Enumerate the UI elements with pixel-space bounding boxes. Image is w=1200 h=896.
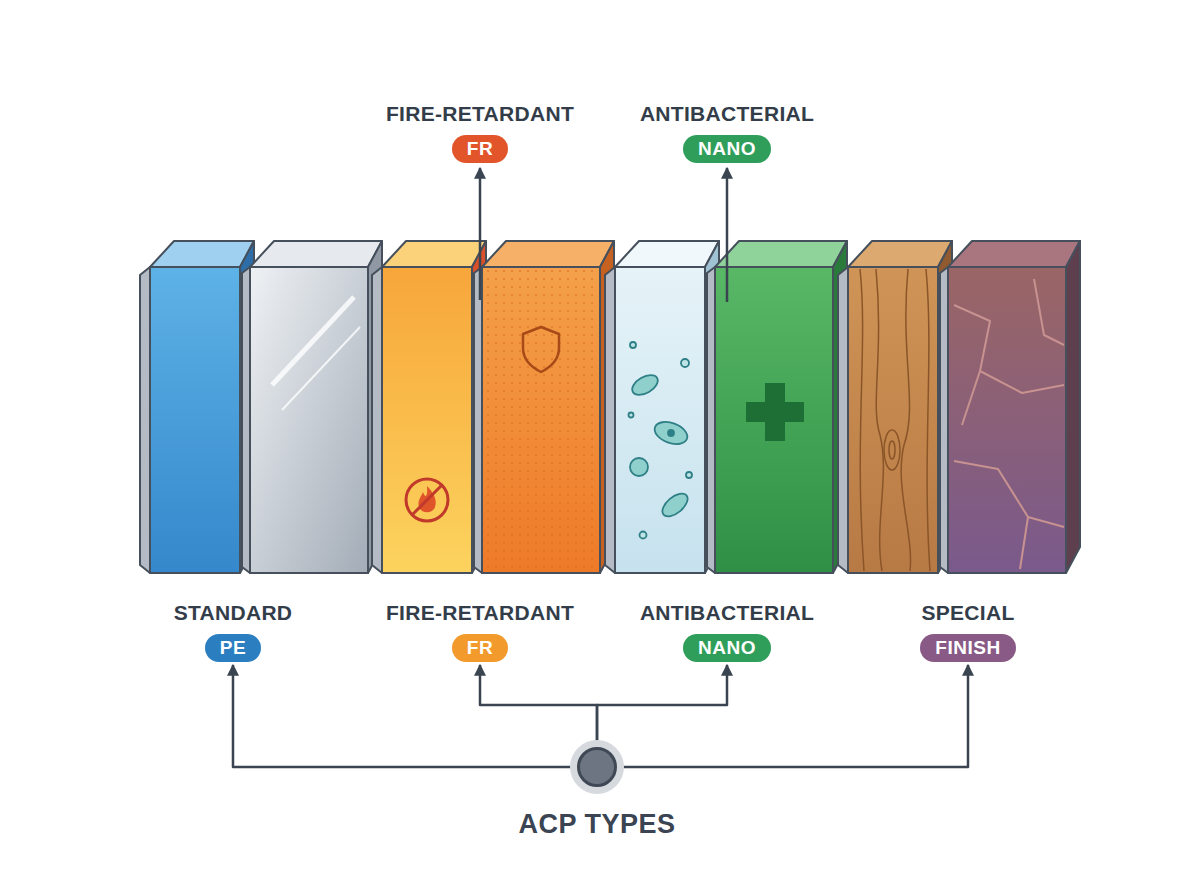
connector-arrow — [233, 665, 577, 767]
panel-edge — [605, 267, 615, 573]
panel-side — [600, 241, 614, 573]
type-code: FR — [452, 135, 508, 163]
special-finish-panel — [838, 241, 1080, 573]
panel-side — [833, 241, 847, 573]
panel-edge — [474, 267, 482, 573]
standard-panel — [140, 241, 382, 573]
stone-crack — [954, 461, 1064, 527]
wood-knot — [889, 441, 895, 459]
panel-edge — [140, 267, 150, 573]
type-code: NANO — [683, 634, 771, 662]
stone-crack — [1034, 279, 1064, 345]
type-badge: SPECIAL FINISH — [920, 601, 1015, 662]
panel-face — [848, 267, 938, 573]
type-code: FINISH — [920, 634, 1015, 662]
stone-crack — [954, 305, 1064, 393]
leader-arrow — [726, 168, 729, 302]
gloss-streak — [282, 327, 360, 410]
plus-symbol — [746, 402, 804, 422]
stone-crack — [1020, 517, 1028, 569]
panel-face — [615, 267, 705, 573]
bubble — [681, 359, 689, 367]
panel-face — [250, 267, 368, 573]
panel-top — [250, 241, 382, 267]
panel-edge — [940, 267, 948, 573]
bacterium — [630, 458, 648, 476]
type-badge: ANTIBACTERIAL NANO — [640, 601, 814, 662]
type-code: FR — [452, 634, 508, 662]
panel-top — [948, 241, 1080, 267]
panel-edge — [372, 267, 382, 573]
panel-top — [715, 241, 847, 267]
connector-arrow — [617, 665, 968, 767]
stone-crack — [962, 371, 980, 425]
leader-arrow — [479, 168, 482, 300]
panel-top — [482, 241, 614, 267]
bacterium — [658, 489, 691, 521]
fire-retardant-panel — [372, 241, 614, 573]
connector-arrow — [480, 665, 597, 747]
bacterium-core — [668, 430, 674, 436]
panel-top — [615, 241, 719, 267]
type-heading: FIRE-RETARDANT — [386, 102, 574, 126]
bubble — [629, 413, 634, 418]
panel-top — [382, 241, 486, 267]
no-fire-icon — [406, 479, 448, 521]
panel-edge — [707, 267, 715, 573]
panel-top — [150, 241, 254, 267]
type-badge: FIRE-RETARDANT FR — [386, 102, 574, 163]
stone-veins — [954, 279, 1064, 569]
bubble — [686, 472, 692, 478]
grain-line — [876, 269, 883, 571]
type-code: NANO — [683, 135, 771, 163]
panel-face — [948, 267, 1066, 573]
gloss-streak — [272, 297, 354, 385]
panel-side — [368, 241, 382, 573]
type-badge: STANDARD PE — [174, 601, 293, 662]
type-code: PE — [205, 634, 261, 662]
prohibit-slash — [412, 485, 442, 515]
hub-circle: ACP TYPES — [577, 747, 617, 787]
grain-line — [901, 269, 910, 571]
panel-top — [848, 241, 952, 267]
bacterium — [629, 371, 661, 399]
panel-edge — [838, 267, 848, 573]
bubble — [630, 342, 636, 348]
hub-title: ACP TYPES — [518, 808, 675, 840]
panel-side — [1066, 241, 1080, 573]
type-heading: ANTIBACTERIAL — [640, 601, 814, 625]
bacterium — [652, 418, 691, 448]
connector-arrow — [597, 665, 727, 747]
panel-face — [150, 267, 240, 573]
panel-face — [715, 267, 833, 573]
bubble — [640, 532, 647, 539]
type-heading: STANDARD — [174, 601, 293, 625]
wood-grain — [860, 269, 930, 571]
panel-edge — [242, 267, 250, 573]
type-badge: ANTIBACTERIAL NANO — [640, 102, 814, 163]
grain-line — [926, 269, 930, 571]
type-heading: ANTIBACTERIAL — [640, 102, 814, 126]
bacteria-symbols — [629, 342, 693, 539]
type-heading: SPECIAL — [921, 601, 1014, 625]
panel-face — [482, 267, 600, 573]
type-heading: FIRE-RETARDANT — [386, 601, 574, 625]
panel-face — [382, 267, 472, 573]
type-badge: FIRE-RETARDANT FR — [386, 601, 574, 662]
panel-texture — [482, 267, 600, 573]
grain-line — [860, 269, 864, 571]
wood-knot — [884, 430, 900, 470]
shield-icon — [523, 327, 559, 372]
